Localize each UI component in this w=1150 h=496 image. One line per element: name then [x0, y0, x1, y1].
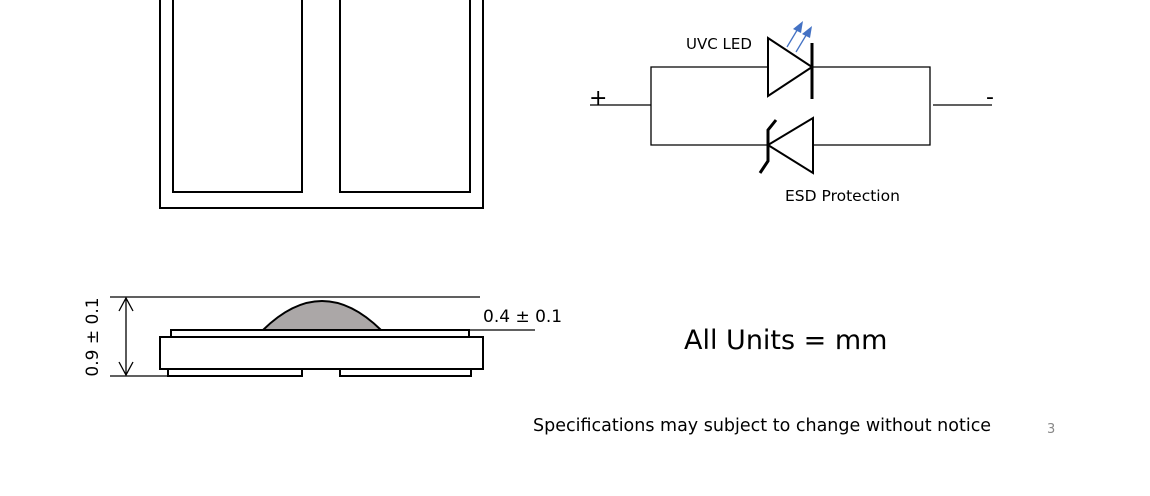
height-dimension-arrow [118, 296, 134, 377]
page-number: 3 [1047, 422, 1055, 437]
wire-left [650, 66, 768, 146]
lens-height-dimension: 0.4 ± 0.1 [483, 307, 562, 327]
led-diode-icon [767, 21, 814, 99]
esd-label: ESD Protection [785, 187, 900, 205]
minus-label: - [986, 85, 994, 110]
esd-zener-diode-icon [758, 116, 814, 175]
plus-label: + [589, 86, 607, 111]
units-note: All Units = mm [684, 325, 887, 356]
package-top-view [159, 0, 484, 209]
package-side-view: 0.9 ± 0.1 0.4 ± 0.1 [83, 296, 562, 377]
wire-right [812, 66, 931, 146]
total-height-dimension: 0.9 ± 0.1 [83, 297, 103, 376]
top-layer [170, 329, 470, 338]
pad-right [339, 0, 471, 193]
substrate [159, 336, 484, 370]
bottom-pad-right [339, 368, 472, 377]
circuit-diagram: + - UVC LED ESD Protection [589, 21, 994, 205]
lens-dome [260, 300, 384, 331]
light-emission-arrows-icon [786, 21, 812, 53]
led-label: UVC LED [686, 35, 752, 53]
bottom-pad-left [167, 368, 303, 377]
pad-left [172, 0, 303, 193]
disclaimer: Specifications may subject to change wit… [533, 416, 991, 436]
package-outline [159, 0, 484, 209]
